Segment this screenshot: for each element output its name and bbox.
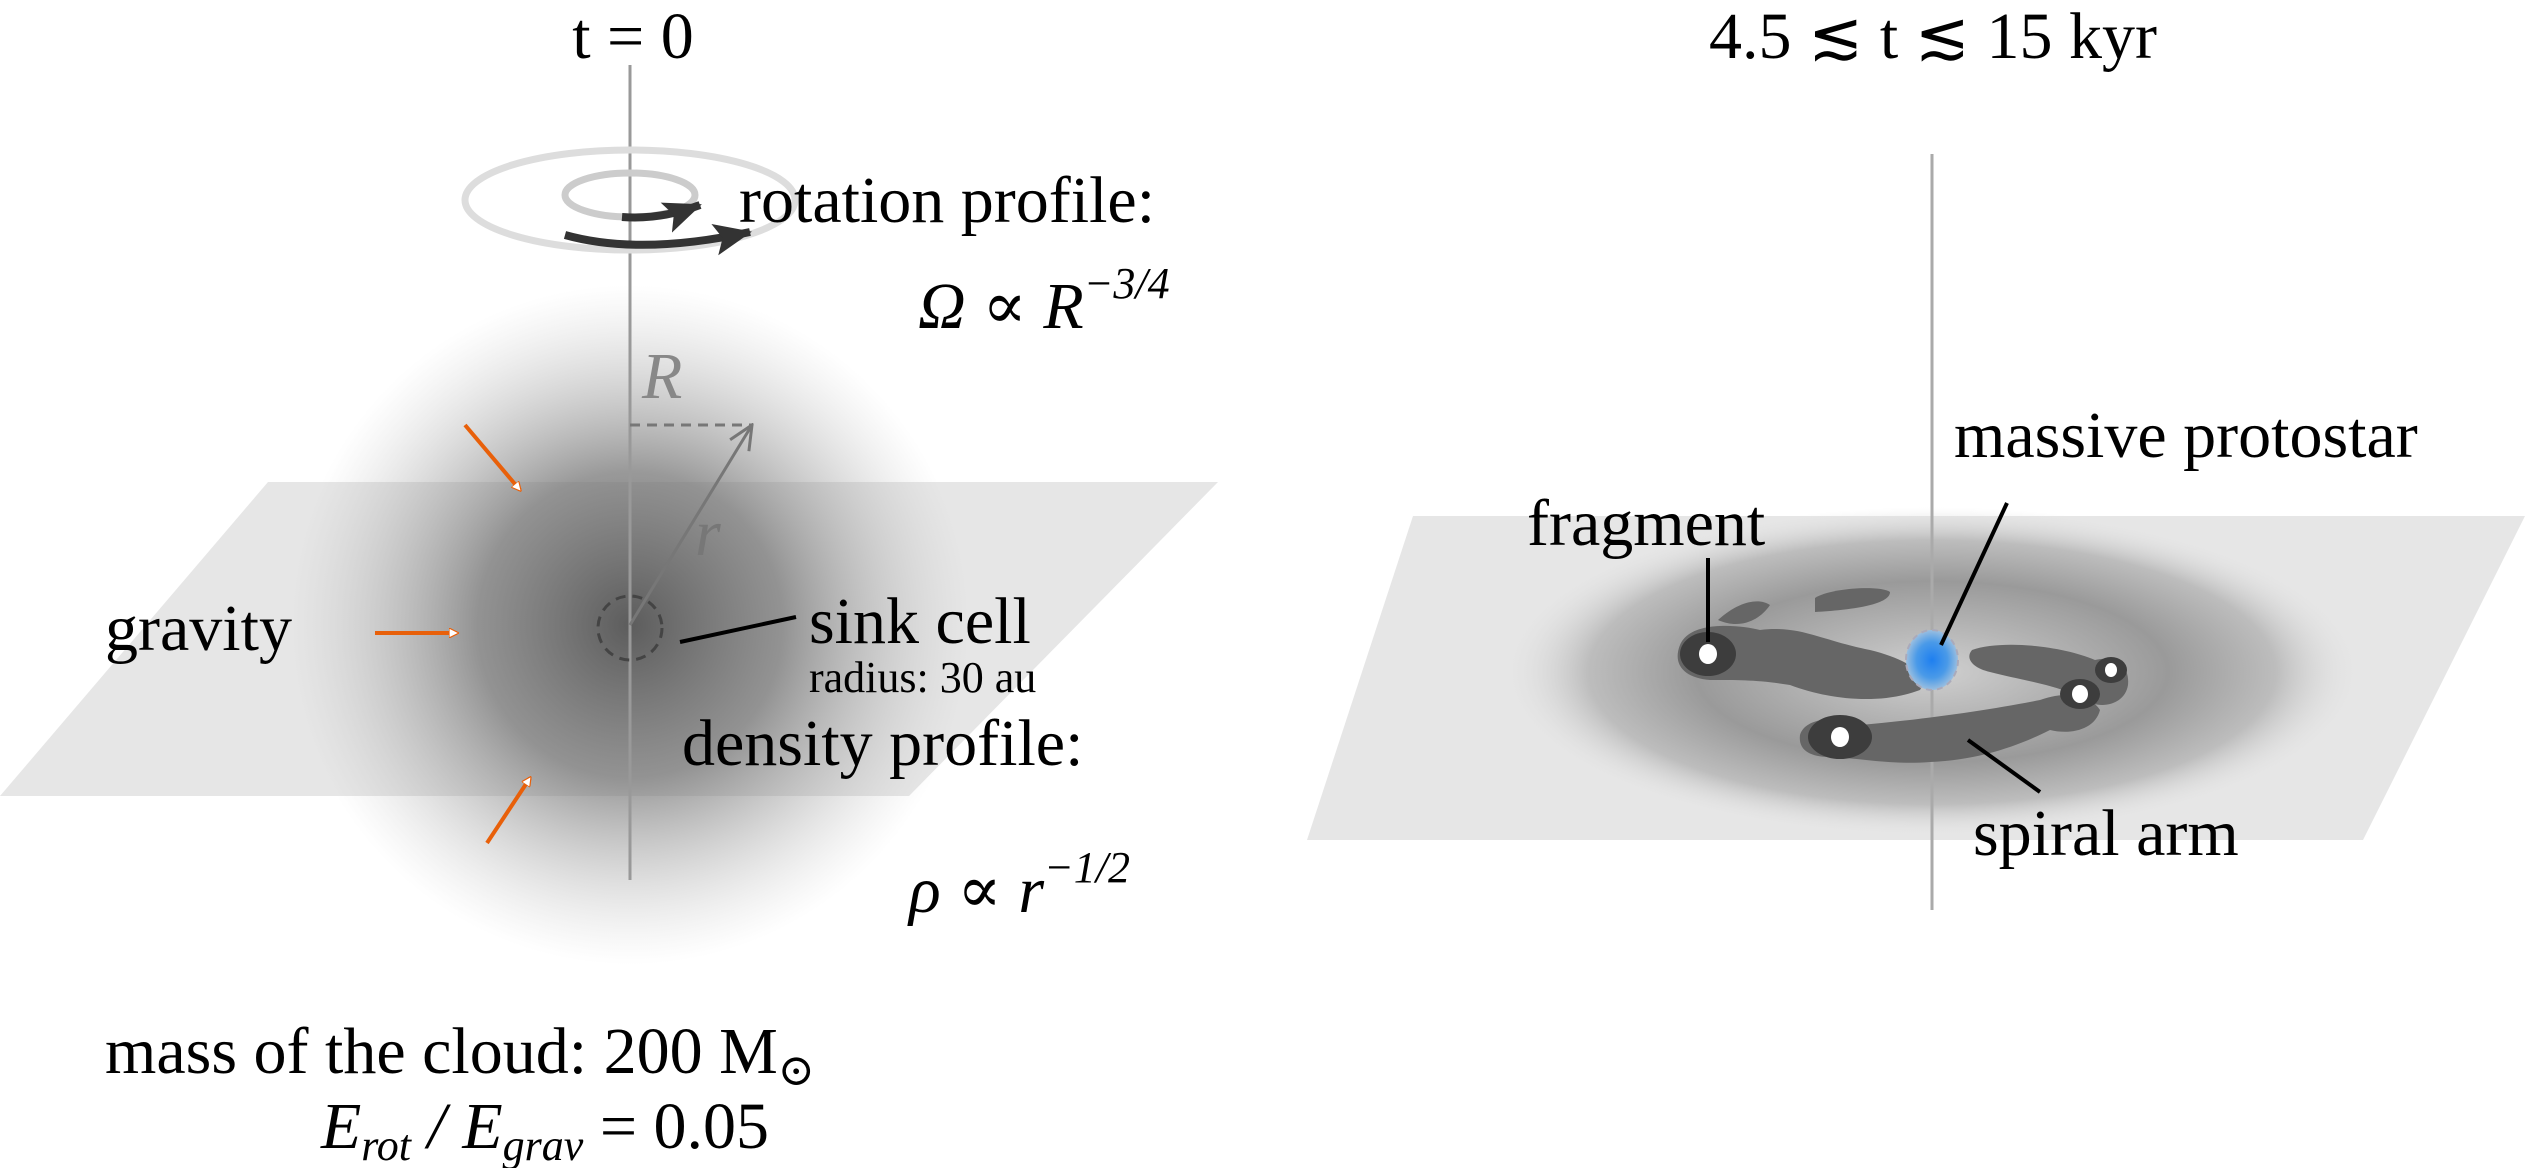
rotation-label: rotation profile: xyxy=(739,164,1155,237)
spiral-arm-pointer xyxy=(1966,738,2042,794)
right-panel: 4.5 ≲ t ≲ 15 kyr fragment massive protos… xyxy=(1307,0,2525,910)
fragment-icon xyxy=(2072,685,2088,703)
spiral-arm-label: spiral arm xyxy=(1973,797,2239,870)
left-panel: t = 0 rotation profile: Ω ∝ R−3/4 R r si… xyxy=(0,0,1218,1168)
right-title: 4.5 ≲ t ≲ 15 kyr xyxy=(1709,0,2157,73)
spiral-arms xyxy=(1677,588,2129,763)
protostar-pointer xyxy=(1939,502,2009,646)
fragment-icon xyxy=(1831,727,1849,747)
cylindrical-radius-symbol: R xyxy=(641,340,682,413)
protostar-icon xyxy=(1905,629,1959,691)
rotation-arrows-icon xyxy=(461,146,799,256)
sink-cell-radius: radius: 30 au xyxy=(809,653,1036,702)
left-title: t = 0 xyxy=(572,0,694,73)
rotation-formula: Ω ∝ R−3/4 xyxy=(918,259,1170,343)
fragment-dots xyxy=(1699,644,2117,747)
fragment-label: fragment xyxy=(1527,487,1765,560)
gravity-label: gravity xyxy=(105,592,292,665)
cloud-mass: mass of the cloud: 200 M⊙ xyxy=(105,1015,815,1095)
protostar-label: massive protostar xyxy=(1954,399,2418,472)
fragment-icon xyxy=(2105,663,2117,677)
spherical-radius-symbol: r xyxy=(695,497,721,570)
sink-cell-pointer xyxy=(679,615,797,644)
density-label: density profile: xyxy=(682,707,1083,780)
energy-ratio: Erot / Egrav = 0.05 xyxy=(320,1090,769,1168)
density-formula: ρ ∝ r−1/2 xyxy=(907,843,1130,927)
sink-cell-icon xyxy=(596,594,664,662)
fragment-icon xyxy=(1699,644,1717,664)
gravity-arrows-icon xyxy=(375,423,530,845)
spherical-radius-arrow xyxy=(628,425,752,626)
sink-cell-label: sink cell xyxy=(809,585,1031,658)
